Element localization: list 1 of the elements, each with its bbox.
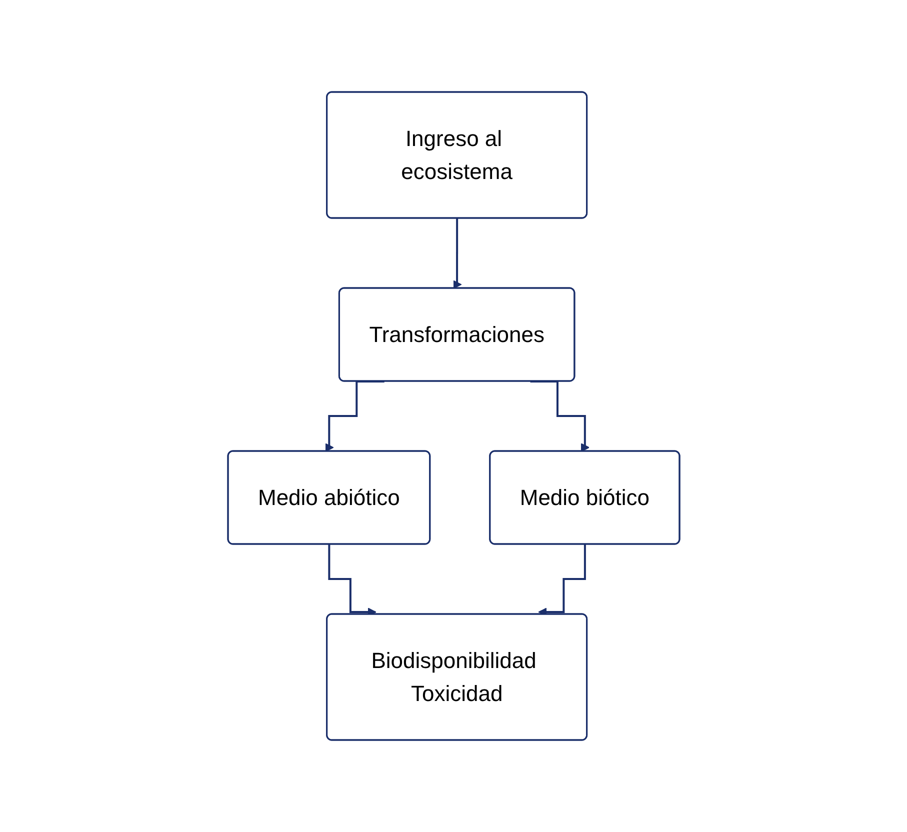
arrow <box>452 218 462 289</box>
